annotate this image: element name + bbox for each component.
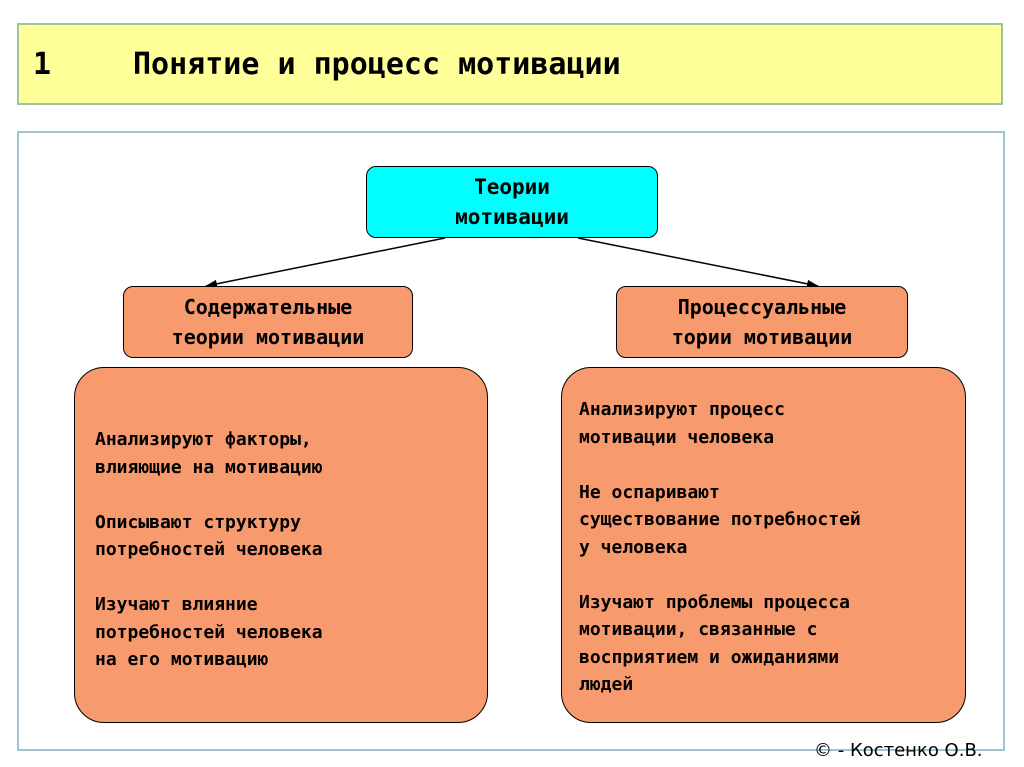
list-item: Описывают структуру потребностей человек… xyxy=(95,511,323,561)
list-item: Изучают проблемы процесса мотивации, свя… xyxy=(579,591,850,696)
arrow-to-right-branch xyxy=(577,237,819,288)
arrow-to-left-branch xyxy=(205,237,446,288)
root-node-label: Теории мотивации xyxy=(455,175,569,229)
content-theories-label: Содержательные теории мотивации xyxy=(171,295,365,349)
process-theories-label: Процессуальные тории мотивации xyxy=(671,295,853,349)
title-bar: 1 Понятие и процесс мотивации xyxy=(17,23,1003,105)
list-item: Анализируют факторы, влияющие на мотивац… xyxy=(95,429,323,478)
process-theories-description: Анализируют процесс мотивации человека Н… xyxy=(561,367,966,723)
list-item: Изучают влияние потребностей человека на… xyxy=(95,594,323,670)
process-theories-node: Процессуальные тории мотивации xyxy=(616,286,908,358)
root-node-motivation-theories: Теории мотивации xyxy=(366,166,658,238)
content-theories-description: Анализируют факторы, влияющие на мотивац… xyxy=(74,367,488,723)
content-theories-node: Содержательные теории мотивации xyxy=(123,286,413,358)
slide-number: 1 xyxy=(33,47,52,82)
copyright-footer: © - Костенко О.В. xyxy=(814,740,983,761)
list-item: Не оспаривают существование потребностей… xyxy=(579,481,861,558)
list-item: Анализируют процесс мотивации человека xyxy=(579,399,785,448)
slide-title: Понятие и процесс мотивации xyxy=(133,47,621,82)
